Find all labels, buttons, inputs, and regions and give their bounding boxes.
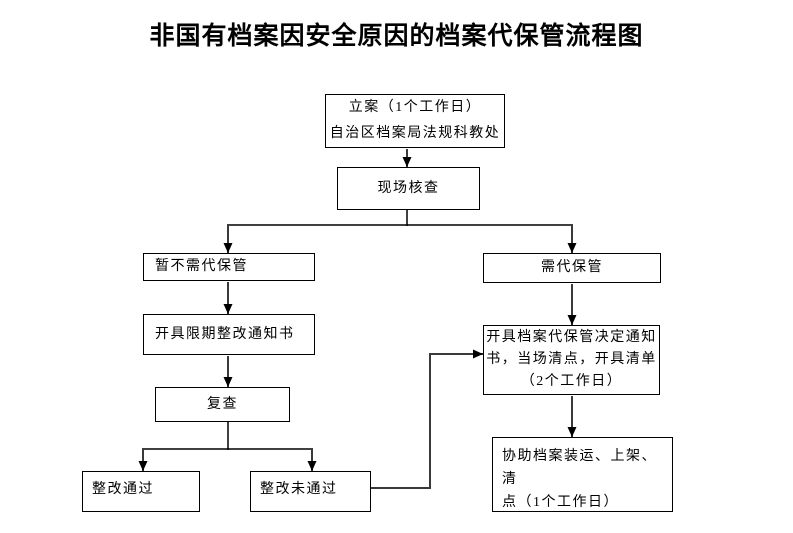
node-rectify-pass: 整改通过 (82, 471, 200, 512)
node-custody-notice-line-2: 书，当场清点，开具清单 (486, 352, 657, 367)
node-need-custody: 需代保管 (483, 253, 661, 283)
node-rectify-fail: 整改未通过 (250, 471, 371, 512)
node-recheck: 复查 (155, 387, 290, 422)
node-recheck-label: 复查 (207, 396, 238, 412)
node-rectify-pass-label: 整改通过 (92, 482, 154, 497)
node-rectify-fail-label: 整改未通过 (260, 482, 338, 497)
node-assist: 协助档案装运、上架、清 点（1个工作日） (492, 437, 673, 512)
node-custody-notice-line-1: 开具档案代保管决定通知 (486, 330, 657, 345)
node-custody-notice: 开具档案代保管决定通知 书，当场清点，开具清单 （2个工作日） (483, 325, 660, 395)
node-assist-line-2: 点（1个工作日） (502, 495, 619, 510)
node-filing: 立案（1个工作日） 自治区档案局法规科教处 (325, 94, 505, 148)
node-no-custody: 暂不需代保管 (143, 253, 315, 281)
node-no-custody-label: 暂不需代保管 (155, 259, 248, 274)
node-need-custody-label: 需代保管 (541, 260, 603, 275)
node-site-check: 现场核查 (337, 167, 480, 210)
node-assist-line-1: 协助档案装运、上架、清 (502, 449, 657, 487)
node-filing-line-1: 立案（1个工作日） (348, 100, 482, 115)
page-title: 非国有档案因安全原因的档案代保管流程图 (149, 23, 644, 50)
node-custody-notice-line-3: （2个工作日） (520, 374, 623, 389)
arrow-rectify-fail-to-custody-notice (371, 349, 483, 489)
node-rectify-notice-label: 开具限期整改通知书 (155, 326, 295, 342)
node-site-check-label: 现场核查 (377, 180, 440, 196)
node-filing-line-2: 自治区档案局法规科教处 (329, 126, 501, 141)
node-rectify-notice: 开具限期整改通知书 (143, 314, 315, 355)
